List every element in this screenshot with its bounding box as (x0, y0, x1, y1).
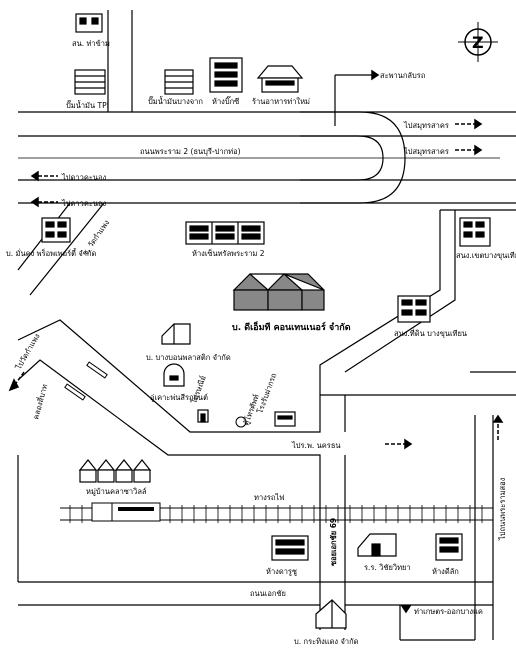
ekachai-road-label: ถนนเอกชัย (250, 589, 286, 598)
company-mongkol-icon (41, 217, 71, 243)
restaurant-icon (256, 65, 304, 93)
district-office-right-icon (459, 217, 491, 247)
gas-station-bangchak-icon (164, 69, 194, 95)
big-c-icon (209, 57, 243, 93)
to-samut-sakhon-2-label: ไปสมุทรสาคร (403, 147, 449, 156)
store-dokmai-icon (435, 533, 463, 561)
store-dokmai-label: ห้างดีลัก (432, 567, 459, 576)
company-krathing-icon (315, 599, 347, 629)
road-network (17, 202, 516, 641)
village-label: หมู่บ้านคลาซาวิลล์ (86, 487, 147, 496)
company-bangbon-icon (161, 323, 191, 345)
to-samut-sakhon-1-label: ไปสมุทรสาคร (403, 121, 449, 130)
top-roads (107, 10, 372, 126)
to-pathom-label: ไปร.พ. นครธน (291, 441, 341, 450)
gas-station-top-label: ปั๊มน้ำมัน TPI (66, 100, 109, 110)
car-garage-icon (163, 363, 185, 387)
gas-station-tpi-icon (74, 69, 106, 95)
direction-arrows (8, 69, 504, 614)
central-icon (185, 221, 265, 245)
company-main-icon (232, 273, 325, 311)
big-c-label: ห้างบิ๊กซี (212, 96, 239, 106)
company-krathing-label: บ. กระทิงแดง จำกัด (294, 637, 359, 646)
to-tha-kaset-label: ท่าเกษตร-ออกบางแค (414, 607, 483, 616)
railway-label: ทางรถไฟ (254, 493, 284, 502)
highway-lines (18, 111, 516, 204)
central-label: ห้างเซ็นทรัลพระราม 2 (192, 248, 265, 258)
restaurant-label: ร้านอาหารท่าใหม่ (252, 97, 310, 106)
post-office-icon (197, 409, 209, 423)
school-factory-label: โรงรับฝากรถ (255, 372, 278, 415)
district-office-label: สน. ท่าข้าม (72, 39, 110, 48)
compass-symbol: Z (472, 33, 484, 52)
bridge-label: สะพานกลับรถ (380, 71, 425, 80)
company-main-label: บ. ดีเอ็มที คอนเทนเนอร์ จำกัด (232, 320, 351, 333)
land-office-icon (397, 295, 431, 323)
main-road-label: ถนนพระราม 2 (ธนบุรี-ปากท่อ) (140, 147, 241, 156)
car-garage-label: อู่เคาะพ่นสีรถยนต์ (150, 393, 208, 402)
train-icon (91, 502, 161, 522)
to-right-bottom-label: ไปถนนพระรามสอง (498, 477, 507, 541)
store-daruchu-label: ห้างดารูชู (266, 567, 297, 576)
land-office-label: สนง.ที่ดิน บางขุนเทียน (394, 328, 467, 338)
canal-marks (64, 361, 247, 428)
district-office-icon (75, 13, 103, 33)
store-daruchu-icon (271, 535, 309, 561)
school-witaya-icon (357, 533, 397, 557)
school-chanchai-label: สนง.เขตบางขุนเทียน (456, 251, 516, 260)
to-wat-nang-label: ไปวัดกำแพง (13, 332, 41, 372)
to-dao-khanong-2-label: ไปดาวคะนอง (61, 199, 107, 208)
to-dao-khanong-1-label: ไปดาวคะนอง (61, 173, 107, 182)
canal-label: คลองสี่บาท (30, 383, 49, 421)
gas-station-bangchak-label: ปั๊มน้ำมันบางจาก (148, 96, 203, 106)
factory-icon (274, 411, 296, 427)
compass-icon: Z (458, 22, 498, 62)
company-mongkol-label: บ. มั่นคง พร็อพเพอร์ตี้ จำกัด (6, 248, 97, 258)
soi-ekachai-label: ซอยเอกชัย 69 (329, 518, 338, 566)
company-bangbon-label: บ. บางบอนพลาสติก จำกัด (146, 353, 231, 362)
school-witaya-label: ร.ร. วิชัยวิทยา (364, 563, 411, 572)
buildings (41, 13, 491, 629)
village-icon (78, 459, 152, 483)
